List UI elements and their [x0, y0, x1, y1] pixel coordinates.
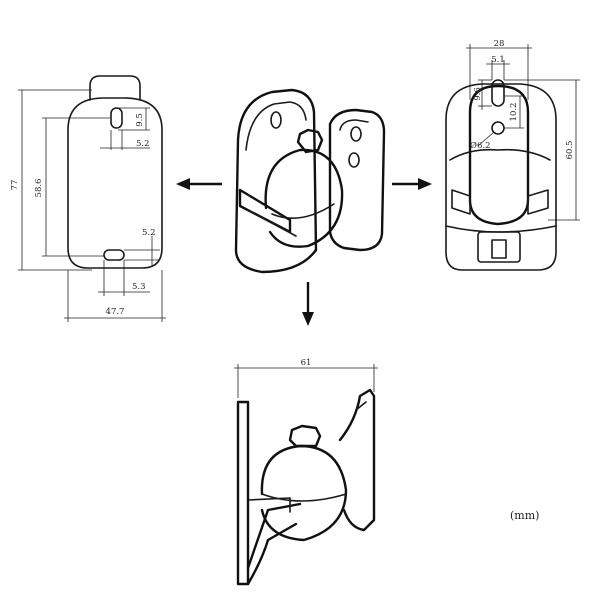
side-view: 61	[234, 358, 378, 586]
side-speaker-clip	[338, 388, 376, 532]
front-view: 77 58.6 9.5 5.2 5.2 5.3 47.7	[10, 75, 166, 322]
iso-speaker-clip	[328, 108, 386, 252]
dim-slot-width-5-3: 5.3	[132, 282, 146, 292]
dim-slot-offset-9-5: 9.5	[135, 113, 145, 127]
isometric-view	[234, 88, 386, 274]
dim-height-77: 77	[10, 180, 20, 191]
front-plate-outline	[67, 97, 163, 269]
arrow-left-icon	[176, 178, 190, 190]
back-plate-outline	[445, 83, 557, 271]
dim-hole-diameter-6-2: Ø6.2	[470, 140, 491, 151]
dim-height-60-5: 60.5	[565, 141, 575, 160]
view-arrows	[176, 178, 432, 326]
dim-slot-right-10-2: 10.2	[509, 103, 519, 122]
arrow-down-icon	[302, 312, 314, 326]
dim-slot-width-5-1: 5.1	[491, 55, 505, 65]
iso-ball-joint	[264, 148, 344, 248]
arrow-right-icon	[418, 178, 432, 190]
front-bottom-slot	[103, 249, 125, 261]
iso-knob	[296, 128, 324, 154]
dim-width-47-7: 47.7	[106, 307, 125, 317]
dim-slot-width-5-2-top: 5.2	[136, 139, 150, 149]
side-ball-joint	[260, 444, 348, 542]
dim-width-61: 61	[301, 358, 312, 368]
unit-label: (mm)	[510, 509, 539, 522]
front-top-slot	[110, 107, 123, 129]
side-wall-plate	[236, 400, 250, 586]
dim-height-58-6: 58.6	[34, 179, 44, 198]
iso-wall-plate	[234, 88, 318, 274]
dim-slot-left-9-6: 9.6	[473, 87, 483, 101]
dim-width-28: 28	[494, 39, 505, 49]
dim-slot-height-5-2-bottom: 5.2	[142, 228, 156, 238]
side-knob	[288, 424, 322, 448]
back-view: 28 5.1 9.6 10.2 Ø6.2 60.5	[445, 39, 580, 271]
